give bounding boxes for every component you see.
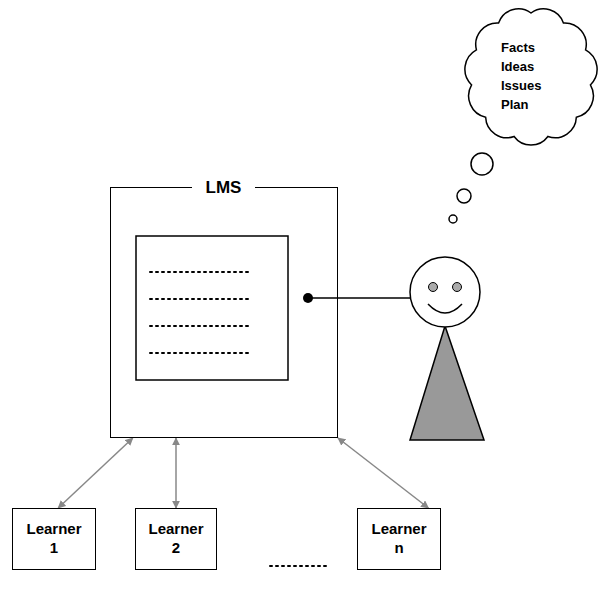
learner-label: Learner n <box>368 520 430 558</box>
thought-item: Plan <box>501 95 541 114</box>
thought-cloud: FactsIdeasIssuesPlan <box>462 4 600 148</box>
cloud-outline <box>462 4 600 148</box>
thought-item: Issues <box>501 76 541 95</box>
data-exchange-arrow <box>338 438 428 508</box>
connector-line <box>308 297 410 299</box>
thought-bubble <box>457 189 471 203</box>
thought-item: Facts <box>501 38 541 57</box>
system-box: LMS <box>110 187 338 438</box>
person-smile <box>428 304 462 313</box>
learner-box: Learner 1 <box>12 508 96 570</box>
learner-box: Learner n <box>357 508 441 570</box>
person-head <box>410 257 480 327</box>
thought-bubble <box>449 215 457 223</box>
person-eye <box>453 283 462 292</box>
connector-dot <box>303 293 313 303</box>
thought-item: Ideas <box>501 57 541 76</box>
content-panel <box>136 236 288 380</box>
learner-label: Learner 2 <box>145 520 207 558</box>
system-label: LMS <box>192 176 256 200</box>
learner-label: Learner 1 <box>23 520 85 558</box>
thought-list: FactsIdeasIssuesPlan <box>501 38 541 114</box>
person-body <box>410 326 484 440</box>
person-eye <box>429 283 438 292</box>
cloud-shape <box>465 9 597 145</box>
thought-bubble <box>471 153 493 175</box>
data-exchange-arrow <box>58 438 133 508</box>
data-exchange-arrow <box>175 438 177 508</box>
learner-box: Learner 2 <box>135 508 217 570</box>
